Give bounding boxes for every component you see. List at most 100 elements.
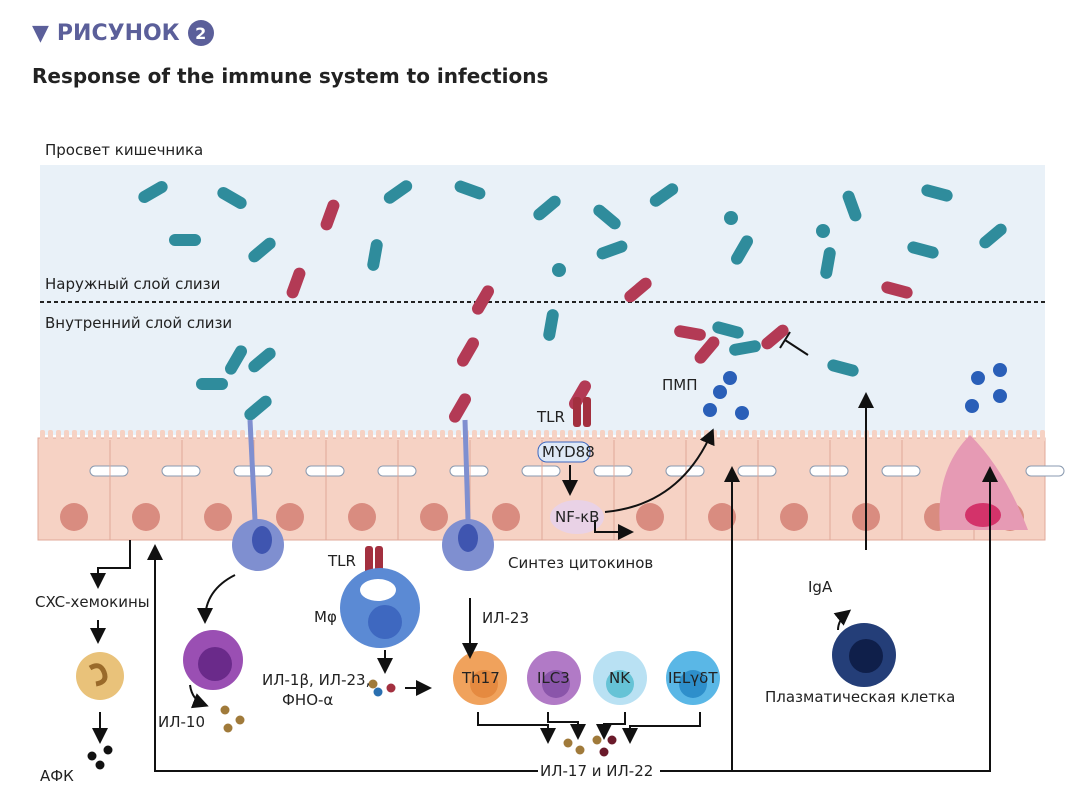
- microvillus: [912, 430, 917, 442]
- iel-label: IELγδT: [668, 669, 718, 687]
- microvillus: [904, 430, 909, 442]
- microvillus: [208, 430, 213, 442]
- microvillus: [952, 430, 957, 442]
- microvillus: [976, 430, 981, 442]
- microvillus: [760, 430, 765, 442]
- microvillus: [88, 430, 93, 442]
- microvillus: [296, 430, 301, 442]
- microvillus: [264, 430, 269, 442]
- bacterium: [248, 237, 276, 263]
- epithelium: [37, 430, 1065, 541]
- il10-cell: [183, 630, 243, 690]
- microvillus: [160, 430, 165, 442]
- th17-label: Th17: [461, 669, 500, 687]
- bacterium: [138, 181, 168, 203]
- microvillus: [376, 430, 381, 442]
- bacterium: [543, 309, 559, 341]
- bacterium: [712, 321, 744, 339]
- microvillus: [664, 430, 669, 442]
- tlr-receptor: [573, 397, 581, 427]
- microvillus: [432, 430, 437, 442]
- microvillus: [456, 430, 461, 442]
- cytokine-synthesis-label: Синтез цитокинов: [508, 554, 653, 572]
- microvillus: [424, 430, 429, 442]
- microvillus: [672, 430, 677, 442]
- microvillus: [392, 430, 397, 442]
- microvillus: [504, 430, 509, 442]
- cytokine-dot: [87, 751, 97, 761]
- th17-cell: [453, 651, 507, 705]
- microvillus: [96, 430, 101, 442]
- label-bg: [538, 760, 660, 780]
- microvillus: [136, 430, 141, 442]
- microvillus: [1040, 430, 1045, 442]
- nfkb-bubble: [550, 500, 604, 534]
- cytokine-dot: [592, 735, 602, 745]
- microvillus: [856, 430, 861, 442]
- microvillus: [600, 430, 605, 442]
- microvillus: [40, 430, 45, 442]
- cell-nucleus: [348, 503, 376, 531]
- bacterium: [367, 239, 383, 271]
- tlr-macrophage-label: TLR: [327, 552, 356, 570]
- microvillus: [256, 430, 261, 442]
- microvillus: [944, 430, 949, 442]
- coccus: [703, 403, 717, 417]
- coccus: [993, 363, 1007, 377]
- microvillus: [352, 430, 357, 442]
- microvillus: [720, 430, 725, 442]
- microvillus: [320, 430, 325, 442]
- outer-mucus-label: Наружный слой слизи: [45, 275, 220, 293]
- microvillus: [648, 430, 653, 442]
- tight-junction: [377, 465, 417, 477]
- microvillus: [168, 430, 173, 442]
- bacterium: [979, 223, 1007, 249]
- tight-junction: [809, 465, 849, 477]
- cell-nucleus: [780, 503, 808, 531]
- microvillus: [80, 430, 85, 442]
- plasma-cell-label: Плазматическая клетка: [765, 688, 955, 706]
- bacterium: [907, 241, 939, 259]
- cytokine-dot: [599, 747, 609, 757]
- bacterium: [731, 235, 753, 265]
- afk-label: АФК: [40, 767, 74, 785]
- microvillus: [928, 430, 933, 442]
- microvillus: [784, 430, 789, 442]
- iel-cell: [666, 651, 720, 705]
- cytokine-dot: [223, 723, 233, 733]
- plasma-cell: [832, 623, 896, 687]
- cell-nucleus: [492, 503, 520, 531]
- cytokine-dot: [386, 683, 396, 693]
- il10-label: ИЛ-10: [158, 713, 205, 731]
- microvillus: [104, 430, 109, 442]
- microvillus: [744, 430, 749, 442]
- bacterium: [454, 180, 486, 200]
- bacterium: [383, 180, 413, 204]
- microvillus: [584, 430, 589, 442]
- tight-junction: [881, 465, 921, 477]
- microvillus: [624, 430, 629, 442]
- bacterium: [761, 324, 789, 350]
- microvillus: [896, 430, 901, 442]
- cytokine-dot: [607, 735, 617, 745]
- bacterium: [624, 277, 652, 303]
- microvillus: [280, 430, 285, 442]
- cytokines-label-2: ФНО-α: [282, 691, 333, 709]
- microvillus: [712, 430, 717, 442]
- cell-nucleus: [276, 503, 304, 531]
- figure-label: ▼ РИСУНОК 2: [32, 20, 214, 46]
- microvillus: [832, 430, 837, 442]
- microvillus: [72, 430, 77, 442]
- microvillus: [488, 430, 493, 442]
- microvillus: [176, 430, 181, 442]
- il23-label: ИЛ-23: [482, 609, 529, 627]
- ilc3-cell: [527, 651, 581, 705]
- bacterium: [694, 336, 720, 364]
- microvillus: [472, 430, 477, 442]
- microvillus: [408, 430, 413, 442]
- macrophage-label: Mφ: [314, 608, 337, 626]
- bacterium: [674, 325, 706, 341]
- bacterium: [472, 285, 494, 315]
- microvillus: [224, 430, 229, 442]
- microvillus: [192, 430, 197, 442]
